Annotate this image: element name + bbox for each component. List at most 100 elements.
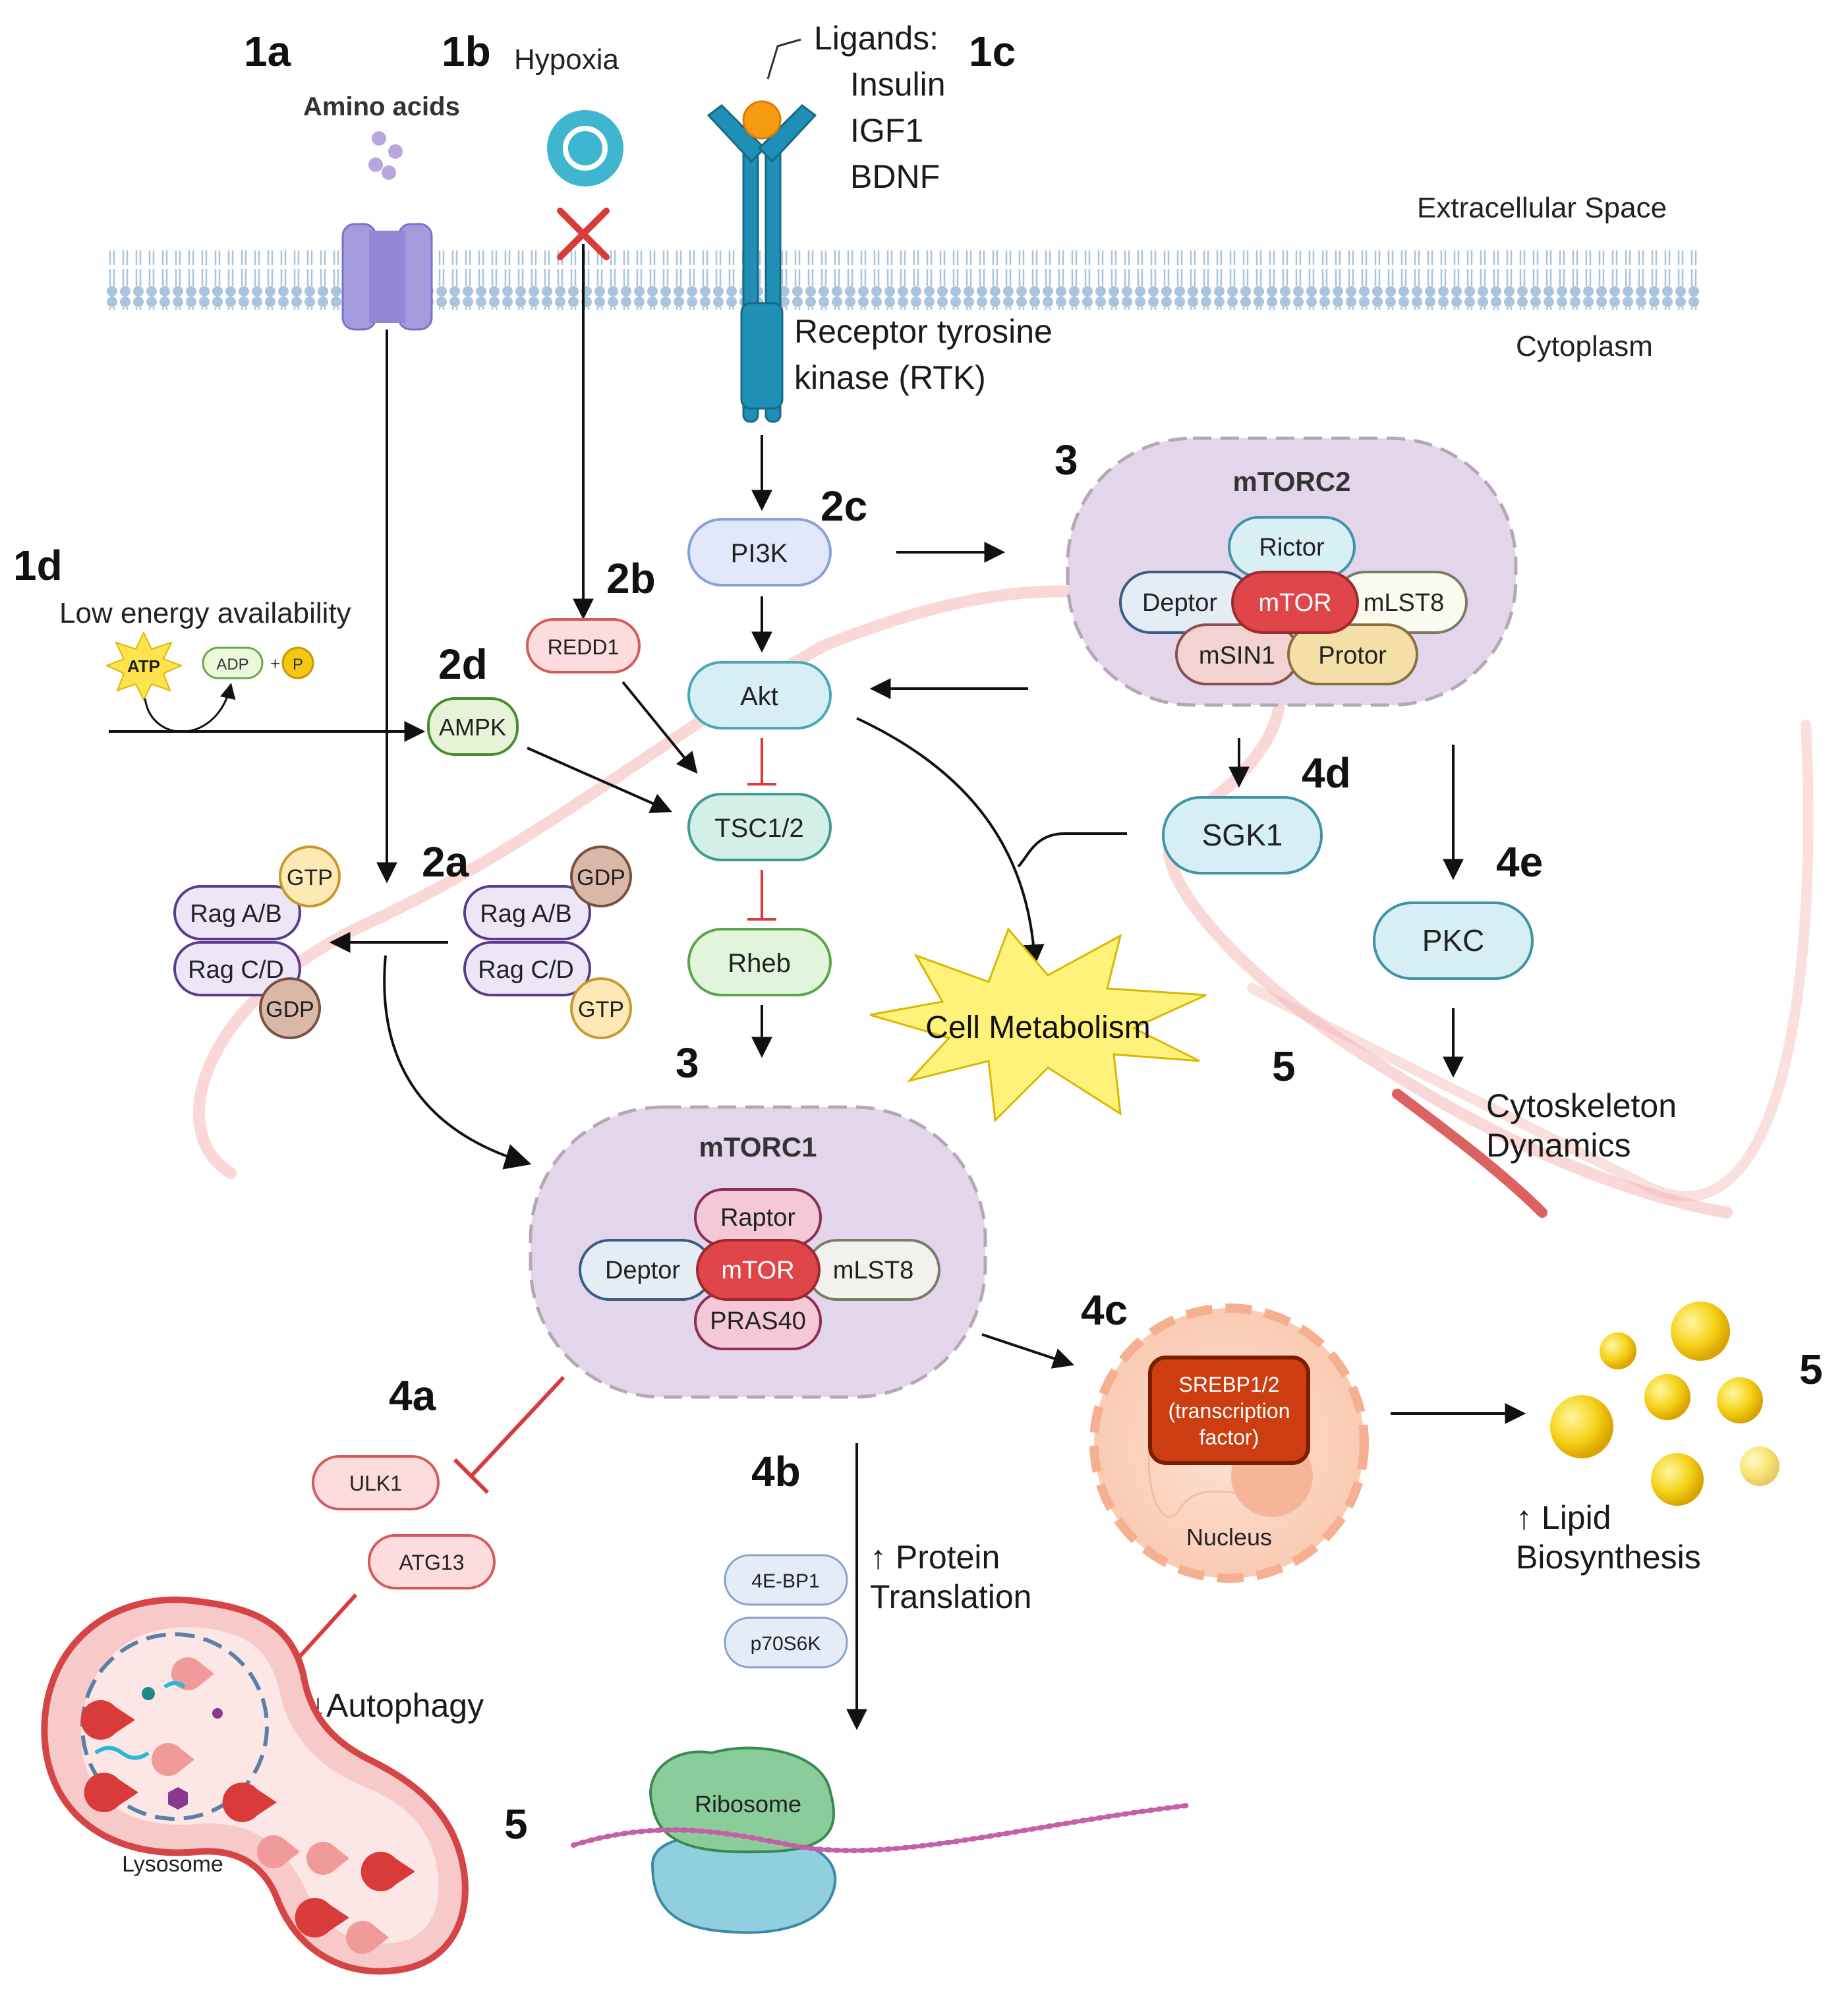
- mtorc1-to-nucleus-arrow: [981, 1333, 1075, 1369]
- rheb-node: Rheb: [687, 928, 832, 996]
- cell-metabolism-burst: [869, 927, 1207, 1123]
- mrna-backbone: [573, 1804, 1187, 1853]
- low-energy-label: Low energy availability: [59, 597, 351, 629]
- sgk1-label: SGK1: [1202, 818, 1283, 852]
- mtorc1-deptor: Deptor: [579, 1239, 713, 1301]
- adp-pill: [202, 646, 264, 679]
- mtorc2-mtor: mTOR: [1231, 571, 1359, 634]
- srebp-label-line2: (transcription: [1169, 1399, 1290, 1423]
- redd1-label: REDD1: [548, 635, 619, 659]
- rag-left-ab-label: Rag A/B: [190, 900, 281, 928]
- step-4a: 4a: [389, 1372, 436, 1419]
- rtk-label-line1: Receptor tyrosine: [794, 313, 1053, 350]
- mtorc1-deptor-label: Deptor: [605, 1257, 680, 1284]
- lipid-biosynthesis-line2: Biosynthesis: [1516, 1539, 1701, 1576]
- phosphate-label: P: [293, 656, 303, 673]
- ampk-label: AMPK: [439, 714, 506, 741]
- atg13-node: ATG13: [368, 1534, 496, 1589]
- phosphate-icon: [281, 646, 314, 679]
- mtorc1-mlst8-label: mLST8: [833, 1257, 913, 1284]
- step-1c: 1c: [969, 28, 1016, 75]
- atp-burst-icon: [105, 631, 183, 702]
- mtorc1-pras40: PRAS40: [694, 1292, 822, 1350]
- rag-right-gtp-label: GTP: [578, 997, 624, 1022]
- rag-left-gdp-label: GDP: [266, 997, 314, 1022]
- rag-right-ab-label: Rag A/B: [480, 900, 571, 928]
- step-4b: 4b: [751, 1448, 801, 1495]
- actin-filament-highlight: [1392, 1089, 1547, 1218]
- pkc-node: PKC: [1373, 901, 1534, 980]
- redd1-to-tsc-arrow: [621, 681, 698, 774]
- rheb-label: Rheb: [728, 949, 791, 978]
- amino-acids-label: Amino acids: [303, 92, 460, 121]
- akt-inhibits-tsc: [747, 738, 776, 786]
- step-4c: 4c: [1081, 1286, 1128, 1334]
- mtorc2-rictor: Rictor: [1228, 516, 1356, 578]
- step-3-mtorc1: 3: [676, 1039, 699, 1087]
- ligand-bdnf: BDNF: [850, 158, 940, 195]
- mtorc1-mtor-label: mTOR: [721, 1257, 794, 1284]
- pi3k-node: PI3K: [687, 518, 832, 586]
- mtorc2-msin1: mSIN1: [1175, 623, 1300, 685]
- mtorc2-msin1-label: mSIN1: [1199, 642, 1275, 670]
- step-4e: 4e: [1496, 838, 1543, 886]
- cytoskeleton-label-line1: Cytoskeleton: [1486, 1087, 1677, 1124]
- mtorc2-protor-label: Protor: [1318, 642, 1387, 670]
- oxygen-molecule-icon: [547, 110, 623, 186]
- rtk-label-line2: kinase (RTK): [794, 359, 986, 396]
- rag-right-complex: Rag A/B Rag C/D GDP GTP: [463, 845, 632, 1039]
- mtorc1-title: mTORC1: [699, 1131, 817, 1162]
- akt-to-metabolism-arrow: [856, 717, 1045, 966]
- ampk-to-tsc-arrow: [527, 747, 672, 813]
- mtorc1-inhibits-ulk1: [453, 1375, 565, 1495]
- ulk1-label: ULK1: [349, 1472, 402, 1495]
- atp-label: ATP: [127, 656, 160, 676]
- ligand-insulin: Insulin: [850, 66, 946, 103]
- srebp-label-line1: SREBP1/2: [1179, 1373, 1280, 1396]
- atp-to-adp-arrow: [144, 683, 236, 733]
- mtorc2-mlst8-label: mLST8: [1364, 589, 1444, 617]
- rag-left-complex: Rag A/B Rag C/D GTP GDP: [173, 845, 341, 1039]
- lipid-droplets-icon: [1550, 1301, 1779, 1506]
- blocked-cross-icon: [557, 208, 610, 260]
- cytoplasm-label: Cytoplasm: [1516, 330, 1653, 362]
- ampk-node: AMPK: [427, 697, 519, 756]
- sgk1-node: SGK1: [1162, 796, 1323, 874]
- mtorc2-mlst8: mLST8: [1333, 571, 1468, 634]
- cell-metabolism-label: Cell Metabolism: [925, 1010, 1150, 1045]
- rag-left-cd-label: Rag C/D: [188, 956, 284, 984]
- step-1a: 1a: [244, 28, 291, 75]
- adp-label: ADP: [216, 656, 248, 673]
- autophagy-label: ↓Autophagy: [310, 1687, 484, 1724]
- rag-right-gdp-label: GDP: [577, 865, 625, 890]
- step-3-mtorc2: 3: [1054, 436, 1078, 484]
- tsc-inhibits-rheb: [747, 870, 776, 921]
- receptor-tyrosine-kinase: [707, 104, 817, 423]
- step-2a: 2a: [422, 838, 469, 886]
- amino-acid-transporter: [341, 223, 433, 331]
- p70s6k-node: p70S6K: [724, 1616, 848, 1669]
- extracellular-space-label: Extracellular Space: [1417, 192, 1667, 224]
- lysosome-icon: [41, 1596, 469, 1975]
- ligands-title: Ligands:: [814, 20, 938, 57]
- atg13-label: ATG13: [399, 1551, 465, 1574]
- step-5-lipid: 5: [1799, 1346, 1823, 1393]
- ribosome-label: Ribosome: [695, 1790, 801, 1817]
- step-1b: 1b: [442, 28, 491, 75]
- redd1-node: REDD1: [526, 618, 641, 673]
- cytoskeleton-label-line2: Dynamics: [1486, 1127, 1631, 1164]
- nucleus-label: Nucleus: [1186, 1524, 1272, 1551]
- step-4d: 4d: [1302, 749, 1351, 797]
- hypoxia-label: Hypoxia: [514, 43, 619, 76]
- step-5-metabolism: 5: [1272, 1043, 1296, 1090]
- mtorc2-protor: Protor: [1287, 623, 1418, 685]
- step-5-ribosome: 5: [504, 1800, 528, 1848]
- mtorc1-raptor-label: Raptor: [720, 1204, 795, 1232]
- ribosome-icon: [649, 1746, 837, 1934]
- amino-acid-dots: [368, 131, 403, 180]
- mtorc1-pras40-label: PRAS40: [710, 1307, 806, 1335]
- tsc-label: TSC1/2: [714, 814, 804, 843]
- actin-filament-decoration-2: [1247, 720, 1814, 1202]
- lysosome-label: Lysosome: [122, 1852, 223, 1877]
